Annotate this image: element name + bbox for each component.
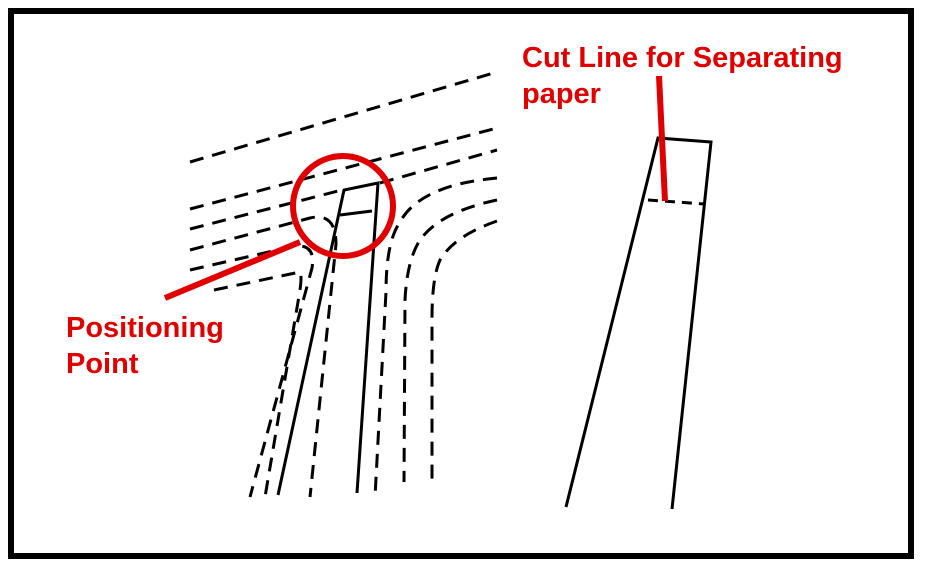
dashed-line-right-2	[402, 198, 498, 483]
dashed-line-3	[189, 148, 498, 231]
cut-line-marker	[656, 75, 668, 202]
figure-frame	[8, 8, 914, 559]
cut-line-label: Cut Line for Separating paper	[522, 40, 843, 112]
positioning-leader-line	[163, 239, 302, 301]
positioning-point-label-line-1: Positioning	[66, 312, 224, 344]
left-strip	[276, 181, 380, 496]
dashed-line-right-3	[430, 219, 498, 482]
dashed-line-5	[189, 244, 315, 498]
dashed-line-top	[189, 70, 498, 164]
positioning-point-label: Positioning Point	[66, 310, 224, 382]
dashed-line-6	[213, 270, 303, 498]
right-strip-dashed-cut	[647, 198, 706, 206]
positioning-circle	[290, 153, 396, 259]
cut-line-label-line-2: paper	[522, 78, 601, 110]
positioning-point-label-line-2: Point	[66, 348, 139, 380]
annotations	[163, 75, 668, 301]
cut-line-label-line-1: Cut Line for Separating	[522, 42, 843, 74]
dashed-line-right-1	[373, 176, 498, 498]
dashed-line-2	[189, 126, 498, 211]
right-strip	[564, 136, 713, 510]
dashed-line-4	[189, 215, 338, 498]
dashed-fold-lines	[189, 70, 498, 498]
